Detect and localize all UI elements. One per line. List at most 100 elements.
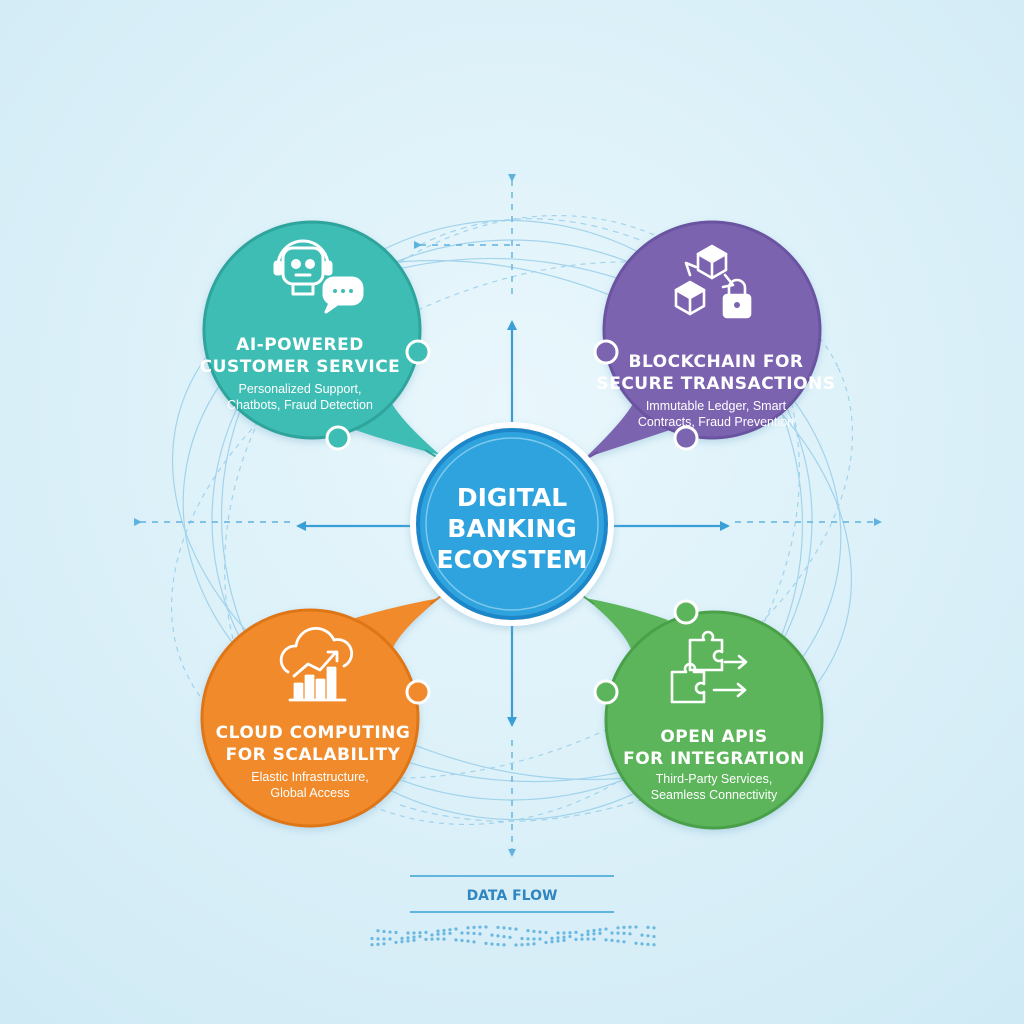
stream-dot: [442, 937, 446, 941]
stream-dot: [514, 927, 518, 931]
legend-label: DATA FLOW: [467, 888, 558, 904]
stream-dot: [472, 940, 476, 944]
stream-dot: [514, 943, 518, 947]
stream-dot: [640, 933, 644, 937]
node-cloud-computing[interactable]: [200, 598, 440, 828]
stream-dot: [562, 938, 566, 942]
stream-dot: [448, 928, 452, 932]
stream-dot: [490, 942, 494, 946]
cloud-title-line1: CLOUD COMPUTING: [216, 723, 411, 743]
stream-dot: [466, 939, 470, 943]
stream-dot: [478, 932, 482, 936]
stream-dot: [634, 925, 638, 929]
ai-port-right: [405, 339, 431, 365]
stream-dot: [376, 942, 380, 946]
stream-dot: [628, 925, 632, 929]
blockchain-subtitle-line2: Contracts, Fraud Prevention: [638, 415, 794, 429]
center-hub[interactable]: [410, 422, 614, 626]
api-port-left: [593, 679, 619, 705]
stream-dot: [652, 943, 656, 947]
stream-dot: [634, 941, 638, 945]
stream-dot: [430, 937, 434, 941]
stream-dot: [628, 932, 632, 936]
stream-dot: [616, 931, 620, 935]
stream-dot: [490, 933, 494, 937]
blockchain-port-bottom: [673, 425, 699, 451]
stream-dot: [460, 931, 464, 935]
stream-dot: [388, 930, 392, 934]
stream-dot: [592, 937, 596, 941]
blockchain-port-left: [593, 339, 619, 365]
flow-arrows: [296, 320, 730, 727]
stream-dot: [652, 926, 656, 930]
dashed-axes: [134, 174, 882, 857]
ai-title-line2: CUSTOMER SERVICE: [200, 357, 401, 377]
stream-dot: [412, 935, 416, 939]
stream-dot: [526, 937, 530, 941]
ai-title-line1: AI-POWERED: [236, 335, 364, 355]
blocks-lock-icon: [674, 244, 752, 319]
ai-port-bottom: [325, 425, 351, 451]
stream-dot: [418, 931, 422, 935]
stream-dot: [436, 937, 440, 941]
stream-dot: [562, 935, 566, 939]
cloud-subtitle-line2: Global Access: [270, 786, 349, 800]
stream-dot: [574, 937, 578, 941]
stream-dot: [598, 928, 602, 932]
stream-dot: [646, 925, 650, 929]
stream-dot: [532, 937, 536, 941]
stream-dot: [568, 934, 572, 939]
stream-dot: [646, 934, 650, 938]
stream-dot: [622, 931, 626, 935]
puzzle-arrows-icon: [670, 630, 748, 704]
stream-dot: [502, 935, 506, 939]
stream-dot: [526, 929, 530, 933]
stream-dot: [418, 934, 422, 939]
center-title-line3: ECOYSTEM: [437, 545, 588, 574]
ai-subtitle-line1: Personalized Support,: [239, 382, 362, 396]
stream-dot: [532, 929, 536, 933]
legend: DATA FLOW: [410, 875, 614, 913]
blockchain-title-line1: BLOCKCHAIN FOR: [628, 352, 803, 372]
api-port-top: [673, 599, 699, 625]
node-ai-customer-service[interactable]: [202, 207, 480, 455]
stream-dot: [622, 925, 626, 929]
stream-dot: [616, 926, 620, 930]
stream-dot: [586, 932, 590, 936]
stream-dot: [394, 930, 398, 935]
stream-dot: [538, 937, 542, 941]
stream-dot: [616, 939, 620, 943]
cloud-port-right: [405, 679, 431, 705]
cloud-title-line2: FOR SCALABILITY: [226, 745, 401, 765]
stream-dot: [454, 938, 458, 942]
stream-dot: [436, 929, 440, 933]
center-title-line2: BANKING: [447, 514, 576, 543]
cloud-subtitle-line1: Elastic Infrastructure,: [251, 770, 368, 784]
stream-dot: [580, 937, 584, 941]
stream-dot: [442, 928, 446, 933]
stream-dot: [496, 942, 500, 947]
stream-dot: [544, 940, 548, 945]
stream-dot: [562, 931, 566, 935]
stream-dot: [406, 939, 410, 943]
stream-dot: [424, 937, 428, 941]
stream-dot: [484, 925, 488, 929]
blockchain-subtitle-line1: Immutable Ledger, Smart: [646, 399, 787, 413]
stream-dot: [466, 926, 470, 930]
stream-dot: [382, 937, 386, 941]
stream-dot: [556, 936, 560, 940]
node-blockchain[interactable]: [585, 220, 822, 458]
api-title-line1: OPEN APIS: [660, 727, 767, 747]
stream-dot: [592, 932, 596, 936]
api-subtitle-line1: Third-Party Services,: [656, 772, 773, 786]
stream-dot: [496, 934, 500, 938]
node-open-apis[interactable]: [585, 598, 824, 830]
stream-dot: [544, 930, 548, 935]
stream-dot: [370, 936, 374, 941]
stream-dot: [622, 940, 626, 944]
stream-dot: [412, 931, 416, 935]
stream-dot: [382, 942, 386, 946]
stream-dot: [442, 932, 446, 936]
stream-dot: [412, 938, 416, 942]
